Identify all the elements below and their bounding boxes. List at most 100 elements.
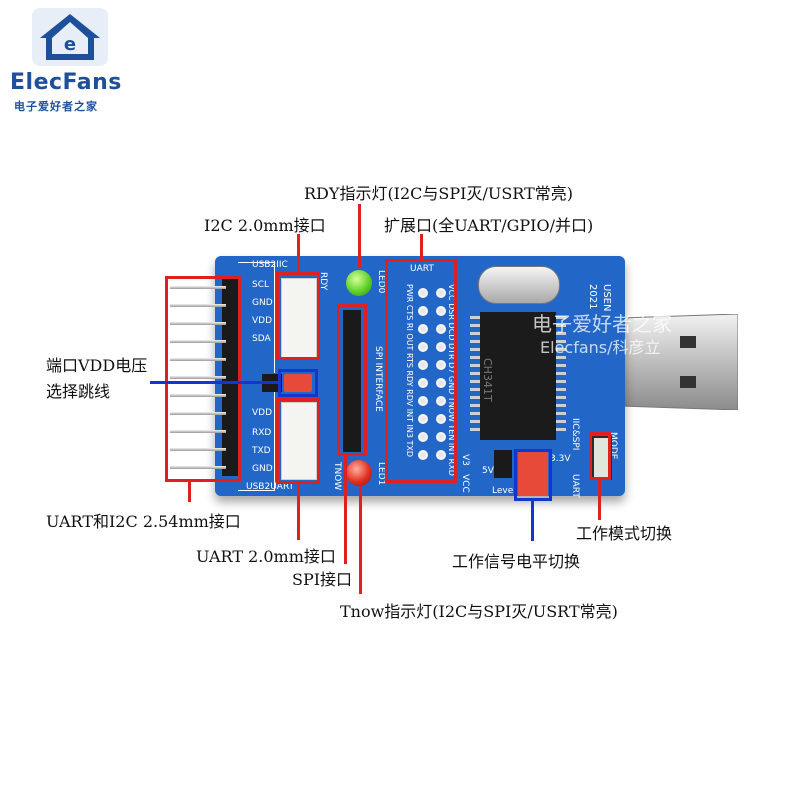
silk-usb2iic: USB2IIC <box>252 260 288 270</box>
pin <box>170 430 226 433</box>
silk-outline-uart <box>238 392 275 491</box>
silk-5v: 5V <box>482 466 494 476</box>
hole <box>418 414 428 424</box>
silk-rxd: RXD <box>252 428 272 438</box>
silk-vcc: VCC <box>460 474 470 493</box>
svg-text:e: e <box>64 34 76 55</box>
level-jumper-box <box>514 449 552 501</box>
pin <box>170 304 226 307</box>
expansion-port-label: 扩展口(全UART/GPIO/并口) <box>384 216 594 235</box>
pin <box>170 448 226 451</box>
silk-3v3: 3.3V <box>550 454 571 464</box>
leader-uart-i2c-254 <box>188 482 191 502</box>
hole <box>436 360 446 370</box>
leader-uart-port <box>297 484 300 540</box>
level-header <box>494 450 512 478</box>
vdd-select-label-2: 选择跳线 <box>46 382 111 401</box>
chip-pins-right <box>556 316 566 436</box>
i2c-port-label: I2C 2.0mm接口 <box>204 216 326 235</box>
tnow-led-label: Tnow指示灯(I2C与SPI灭/USRT常亮) <box>340 602 618 621</box>
hole <box>436 450 446 460</box>
watermark-line-1: 电子爱好者之家 <box>532 312 672 336</box>
hole <box>418 450 428 460</box>
brand-tagline: 电子爱好者之家 <box>14 100 98 113</box>
silk-gnd-1: GND <box>252 298 273 308</box>
left-pin-header <box>222 278 240 476</box>
vdd-jumper <box>284 374 312 392</box>
leader-tnow <box>359 486 362 594</box>
uart-jst-connector <box>281 402 317 480</box>
hole <box>418 306 428 316</box>
silk-scl: SCL <box>252 280 270 290</box>
spi-port-label: SPI接口 <box>292 570 353 589</box>
silk-vdd-2: VDD <box>252 408 273 418</box>
spi-port-box <box>337 304 367 456</box>
level-jumper <box>518 452 548 496</box>
ch341t-chip: CH341T <box>480 312 556 440</box>
silk-v3: V3 <box>460 454 470 466</box>
leader-spi-port <box>344 456 347 564</box>
leader-mode <box>598 480 601 520</box>
hole <box>436 414 446 424</box>
hole <box>436 432 446 442</box>
silk-iic-spi: IIC&SPI <box>570 418 580 451</box>
silk-txd: TXD <box>252 446 271 456</box>
silk-sda: SDA <box>252 334 271 344</box>
silk-outline-iic <box>238 262 275 373</box>
tnow-led <box>346 460 372 486</box>
chip-pins-left <box>470 316 480 436</box>
hole <box>418 342 428 352</box>
pin <box>170 412 226 415</box>
watermark-line-2: Elecfans/科彦立 <box>540 338 661 357</box>
pin <box>170 466 226 469</box>
rdy-led-box <box>341 267 377 299</box>
silk-year: 2021 <box>587 284 598 310</box>
leader-level <box>531 501 534 541</box>
hole <box>418 378 428 388</box>
leader-rdy <box>358 204 361 268</box>
leader-vdd <box>150 381 278 384</box>
hole <box>418 396 428 406</box>
hole <box>418 360 428 370</box>
signal-level-label: 工作信号电平切换 <box>452 552 581 571</box>
mode-switch-box <box>589 432 611 480</box>
expansion-holes <box>418 284 450 476</box>
i2c-port-box <box>276 272 320 360</box>
pin <box>170 358 226 361</box>
work-mode-label: 工作模式切换 <box>576 524 673 543</box>
silk-usb2uart: USB2UART <box>246 482 295 492</box>
hole <box>436 396 446 406</box>
brand-name: ElecFans <box>10 70 122 95</box>
chip-label: CH341T <box>481 358 494 402</box>
rdy-led <box>346 270 372 296</box>
crystal <box>478 266 560 304</box>
pin <box>170 376 226 379</box>
vdd-select-label-1: 端口VDD电压 <box>46 356 148 375</box>
hole <box>436 324 446 334</box>
hole <box>436 288 446 298</box>
i2c-jst-connector <box>281 278 317 358</box>
silk-uart-mode: UART <box>570 474 580 498</box>
hole <box>436 378 446 388</box>
silk-level: Level <box>492 486 516 496</box>
uart-i2c-254-label: UART和I2C 2.54mm接口 <box>46 512 241 531</box>
silk-uart-header: UART <box>410 264 434 274</box>
silk-spi-interface: SPI INTERFACE <box>373 346 383 412</box>
hole <box>418 324 428 334</box>
hole <box>436 342 446 352</box>
spi-pin-header <box>343 310 361 452</box>
silk-vdd-1: VDD <box>252 316 273 326</box>
house-logo-icon: e <box>32 8 108 66</box>
rdy-led-label: RDY指示灯(I2C与SPI灭/USRT常亮) <box>304 184 573 203</box>
hole <box>436 306 446 316</box>
uart-port-label: UART 2.0mm接口 <box>196 547 336 566</box>
silk-gnd-2: GND <box>252 464 273 474</box>
pin <box>170 286 226 289</box>
hole <box>418 288 428 298</box>
expansion-port-box <box>385 259 457 483</box>
logo: e ElecFans 电子爱好者之家 <box>10 6 130 113</box>
pin <box>170 340 226 343</box>
pin <box>170 322 226 325</box>
silk-tnow: TNOW <box>332 462 342 491</box>
uart-i2c-254-box <box>165 276 241 482</box>
